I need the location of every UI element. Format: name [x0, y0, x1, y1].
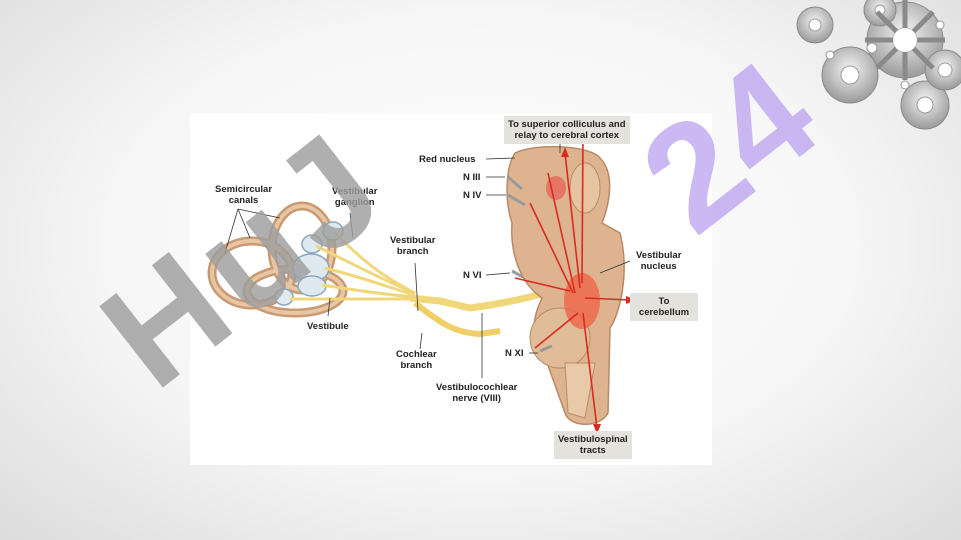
label-cochlear-branch: Cochlear branch [396, 349, 437, 371]
label-vestibulocochlear-nerve: Vestibulocochlear nerve (VIII) [436, 382, 518, 404]
nerve-fibers [290, 231, 416, 301]
box-to-superior-colliculus: To superior colliculus and relay to cere… [504, 116, 630, 144]
label-vestibular-nucleus: Vestibular nucleus [636, 250, 682, 272]
label-vestibular-branch: Vestibular branch [390, 235, 436, 257]
label-semicircular-canals: Semicircular canals [215, 184, 273, 206]
neural-pathways [514, 132, 631, 429]
label-n-vi: N VI [463, 270, 482, 281]
vestibule-shape [274, 221, 344, 306]
vestibular-pathway-figure: Semicircular canals Vestibular ganglion … [190, 113, 712, 465]
label-red-nucleus: Red nucleus [419, 154, 476, 165]
label-vestibular-ganglion: Vestibular ganglion [332, 186, 378, 208]
label-vestibule: Vestibule [307, 321, 349, 332]
box-vestibulospinal-tracts: Vestibulospinal tracts [554, 431, 632, 459]
diagram-artwork [207, 127, 636, 434]
label-n-xi: N XI [505, 348, 524, 359]
cochlear-branch-shape [413, 300, 501, 338]
label-n-iii: N III [463, 172, 481, 183]
box-to-cerebellum: To cerebellum [630, 293, 698, 321]
label-n-iv: N IV [463, 190, 482, 201]
red-nucleus-shape [546, 176, 566, 200]
